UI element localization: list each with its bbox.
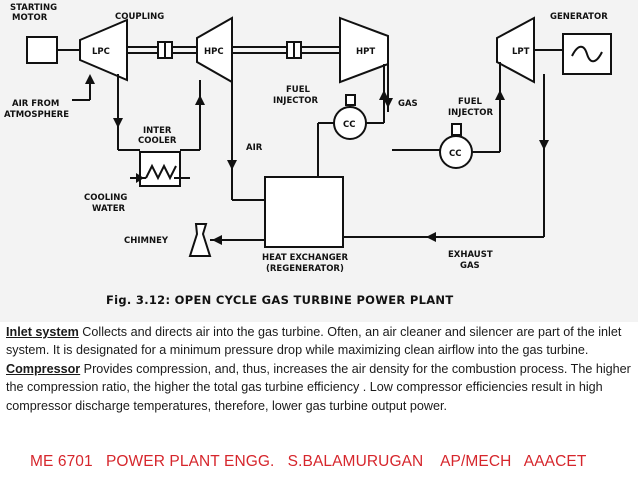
description-text: Inlet system Collects and directs air in… bbox=[6, 323, 634, 415]
lpt-turbine bbox=[496, 16, 535, 84]
hpt-label: HPT bbox=[356, 47, 375, 57]
intercooler-label-1: INTER bbox=[143, 126, 172, 136]
exhaust-label-1: EXHAUST bbox=[448, 250, 493, 260]
gas-label: GAS bbox=[398, 99, 418, 109]
generator-label: GENERATOR bbox=[550, 12, 608, 22]
fuel-injector-2-label-2: INJECTOR bbox=[448, 108, 494, 118]
lpc-label: LPC bbox=[92, 47, 110, 57]
starting-motor-box bbox=[26, 36, 58, 64]
intercooler-label-2: COOLER bbox=[138, 136, 177, 146]
inlet-paragraph: Inlet system Collects and directs air in… bbox=[6, 323, 634, 360]
compressor-term: Compressor bbox=[6, 361, 81, 376]
fuel-injector-2 bbox=[451, 123, 462, 136]
cooling-water-label-1: COOLING bbox=[84, 193, 127, 203]
lpt-label: LPT bbox=[512, 47, 530, 57]
heat-exchanger-box bbox=[264, 176, 344, 248]
starting-motor-label-2: MOTOR bbox=[12, 13, 48, 23]
cc-2-label: CC bbox=[449, 149, 461, 159]
compressor-description: Provides compression, and, thus, increas… bbox=[6, 361, 631, 413]
fuel-injector-1-label-2: INJECTOR bbox=[273, 96, 319, 106]
intercooler-box bbox=[139, 151, 181, 187]
gas-turbine-diagram: STARTING MOTOR LPC COUPLING HPC HPT LPT … bbox=[0, 0, 638, 322]
figure-caption: Fig. 3.12: OPEN CYCLE GAS TURBINE POWER … bbox=[106, 293, 453, 307]
hpc-label: HPC bbox=[204, 47, 224, 57]
exhaust-label-2: GAS bbox=[460, 261, 480, 271]
fuel-injector-1 bbox=[345, 94, 356, 106]
coupling-label: COUPLING bbox=[115, 12, 164, 22]
ac-wave-icon bbox=[571, 45, 603, 63]
air-from-label-2: ATMOSPHERE bbox=[4, 110, 69, 120]
lpc-compressor bbox=[79, 18, 128, 82]
inlet-description: Collects and directs air into the gas tu… bbox=[6, 325, 622, 358]
fuel-injector-2-label-1: FUEL bbox=[458, 97, 483, 107]
heat-exchanger-label-1: HEAT EXCHANGER bbox=[262, 253, 348, 263]
air-from-label-1: AIR FROM bbox=[12, 99, 59, 109]
footer-credit: ME 6701 POWER PLANT ENGG. S.BALAMURUGAN … bbox=[30, 453, 587, 470]
cc-1-label: CC bbox=[343, 120, 355, 130]
chimney-shape bbox=[188, 223, 212, 257]
starting-motor-label-1: STARTING bbox=[10, 3, 57, 13]
chimney-label: CHIMNEY bbox=[124, 236, 169, 246]
heat-exchanger-label-2: (REGENERATOR) bbox=[266, 264, 344, 274]
fuel-injector-1-label-1: FUEL bbox=[286, 85, 311, 95]
inlet-term: Inlet system bbox=[6, 325, 79, 339]
compressor-paragraph: Compressor Provides compression, and, th… bbox=[6, 360, 634, 415]
cooling-water-label-2: WATER bbox=[92, 204, 126, 214]
air-label: AIR bbox=[246, 143, 263, 153]
